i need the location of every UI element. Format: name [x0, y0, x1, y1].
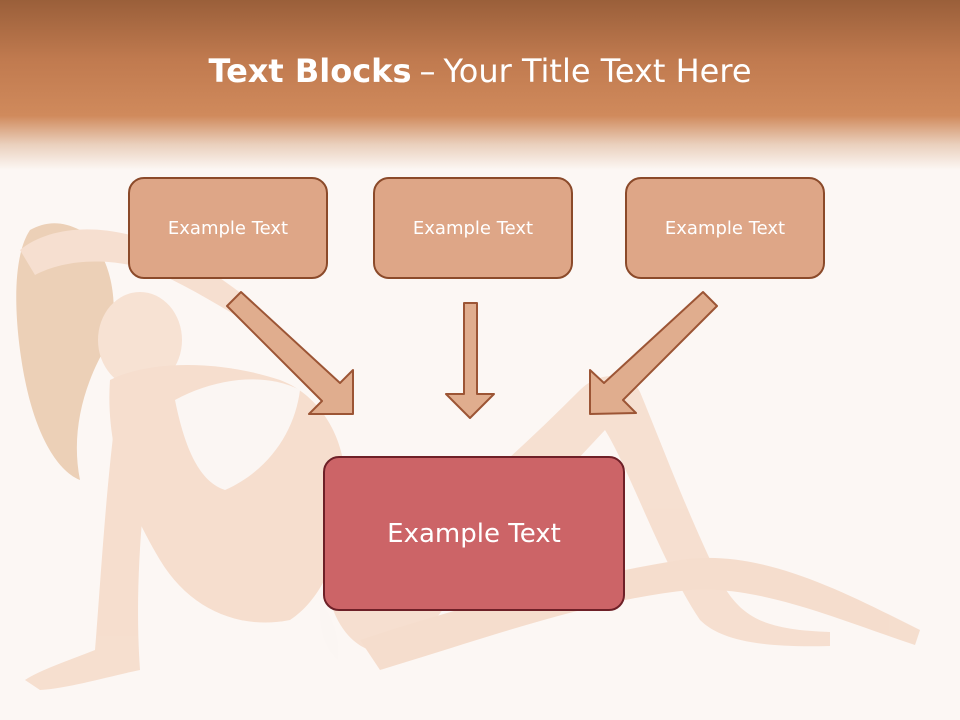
title-rest: Your Title Text Here	[443, 52, 752, 90]
text-block-2: Example Text	[373, 177, 573, 279]
text-block-3-label: Example Text	[664, 217, 786, 239]
arrow-right	[589, 291, 718, 415]
text-block-1-label: Example Text	[167, 217, 289, 239]
text-block-3: Example Text	[625, 177, 825, 279]
slide-title: Text Blocks–Your Title Text Here	[0, 52, 960, 90]
text-block-2-label: Example Text	[412, 217, 534, 239]
title-banner	[0, 0, 960, 170]
arrow-center	[445, 302, 495, 419]
title-separator: –	[419, 52, 436, 90]
text-block-1: Example Text	[128, 177, 328, 279]
arrow-left	[226, 291, 354, 415]
target-block-label: Example Text	[387, 518, 561, 549]
title-bold: Text Blocks	[208, 52, 412, 90]
target-block: Example Text	[323, 456, 625, 611]
